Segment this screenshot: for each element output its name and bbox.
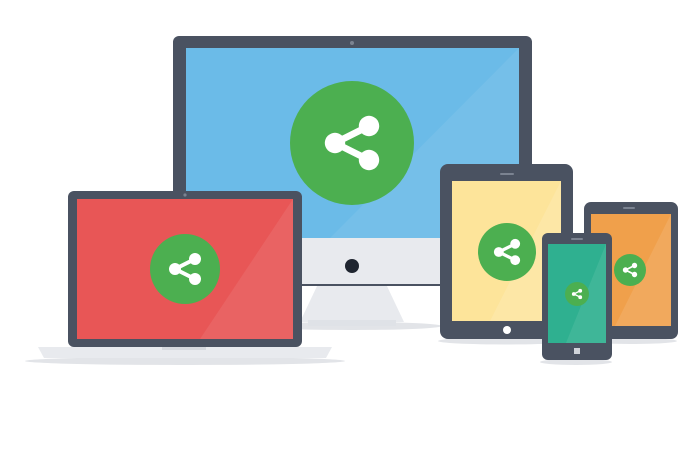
tablet-speaker	[500, 173, 514, 175]
tablet-share-circle	[478, 223, 536, 281]
laptop-share-circle	[150, 234, 220, 304]
laptop-shadow	[25, 357, 345, 365]
monitor-share-circle	[290, 81, 414, 205]
monitor-stand-base	[308, 320, 396, 326]
phone-shadow	[540, 359, 612, 365]
tablet-home-button	[503, 326, 511, 334]
phablet-speaker	[623, 207, 635, 209]
phone-home-button	[574, 348, 580, 354]
phone-speaker	[571, 238, 583, 240]
monitor-power-button	[345, 259, 359, 273]
phone	[540, 233, 612, 365]
tablet	[438, 164, 574, 345]
monitor-stand	[300, 284, 404, 322]
laptop-base	[38, 347, 332, 358]
phone-share-circle	[565, 282, 589, 306]
monitor-camera	[350, 41, 354, 45]
laptop-camera	[183, 193, 187, 197]
laptop-notch	[162, 347, 206, 350]
phablet-share-circle	[614, 254, 646, 286]
laptop-screen-glare	[200, 199, 293, 339]
tablet-shadow	[438, 337, 574, 345]
laptop	[25, 191, 345, 365]
